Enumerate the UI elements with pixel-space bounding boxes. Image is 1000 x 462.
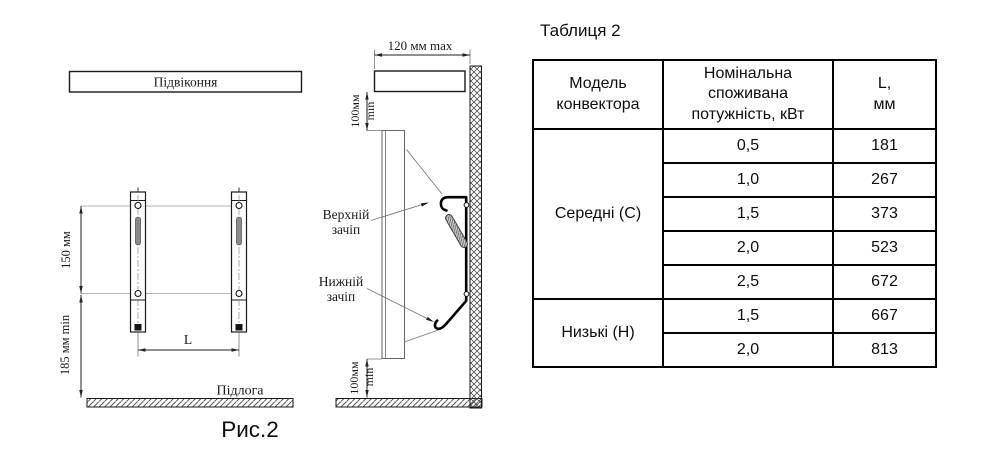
bracket-hole-top xyxy=(134,201,142,210)
upper-hook-label-line1: Верхній xyxy=(323,207,370,222)
table-header-row: Модель конвектора Номінальна споживана п… xyxy=(532,59,937,130)
length-cell: 813 xyxy=(832,332,937,368)
side-floor xyxy=(335,398,483,408)
bracket-foot xyxy=(235,324,243,331)
power-cell: 2,0 xyxy=(662,230,834,266)
convector-body xyxy=(381,130,405,359)
bracket-slot-side xyxy=(445,214,468,248)
front-bracket-right xyxy=(230,187,248,333)
bracket-hole-bottom xyxy=(134,289,142,298)
arrow-up-icon xyxy=(365,92,369,100)
installation-drawing: Підвіконня 150 мм xyxy=(58,38,483,442)
model-group-low: Низькі (Н) xyxy=(532,298,664,368)
arrow-down-icon xyxy=(79,390,83,398)
bracket-slot xyxy=(135,216,141,246)
length-cell: 267 xyxy=(832,162,937,198)
power-cell: 1,0 xyxy=(662,162,834,198)
length-cell: 181 xyxy=(832,128,937,164)
power-cell: 1,5 xyxy=(662,298,834,334)
dimension-185mm: 185 мм min xyxy=(58,295,83,398)
bracket-slot xyxy=(236,216,242,246)
dimension-label: 120 мм max xyxy=(388,38,453,53)
upper-hook-callout: Верхній зачіп xyxy=(323,202,429,237)
dimension-L: L xyxy=(137,332,240,357)
leader-line xyxy=(366,288,433,322)
col-header-model: Модель конвектора xyxy=(532,59,664,130)
col-header-length-line2: мм xyxy=(873,95,896,113)
table-row: 1,0 267 xyxy=(533,162,937,198)
length-cell: 373 xyxy=(832,196,937,232)
dimension-label: L xyxy=(184,332,192,347)
dimension-label-min: min xyxy=(363,102,377,121)
arrow-up-icon xyxy=(365,359,369,367)
lower-hook-callout: Нижній зачіп xyxy=(319,274,434,322)
model-group-medium: Середні (С) xyxy=(532,128,664,300)
arrow-right-icon xyxy=(231,348,239,352)
length-cell: 523 xyxy=(832,230,937,266)
lower-hook-label-line1: Нижній xyxy=(319,274,364,289)
power-cell: 1,5 xyxy=(662,196,834,232)
screw-hole-bottom xyxy=(463,291,470,297)
bracket-profile xyxy=(433,195,468,331)
dimension-150mm: 150 мм xyxy=(59,206,83,294)
front-bracket-left xyxy=(129,187,147,333)
front-floor xyxy=(86,398,294,408)
table-row: Низькі (Н) 1,5 667 xyxy=(532,298,937,368)
dimension-label: 150 мм xyxy=(59,231,73,269)
leader-arrow-icon xyxy=(420,202,429,207)
upper-hook-label-line2: зачіп xyxy=(332,222,361,237)
wall xyxy=(469,65,482,409)
length-cell: 672 xyxy=(832,264,937,300)
power-cell: 2,0 xyxy=(662,332,834,368)
table-row: 2,5 672 xyxy=(533,264,937,300)
bracket-plate-edges xyxy=(404,149,443,343)
arrow-down-icon xyxy=(79,286,83,294)
dimension-label: 185 мм min xyxy=(58,314,72,375)
screw-hole-top xyxy=(463,202,470,208)
table-row: Середні (С) 0,5 181 xyxy=(532,128,937,300)
arrow-down-icon xyxy=(365,123,369,131)
dimension-label: 100мм xyxy=(348,94,362,128)
side-windowsill xyxy=(373,70,466,93)
arrow-up-icon xyxy=(79,295,83,303)
figure-caption: Рис.2 xyxy=(221,417,279,442)
table-row: 2,0 523 xyxy=(533,230,937,266)
col-header-length-line1: L, xyxy=(877,75,892,93)
power-cell: 0,5 xyxy=(662,128,834,164)
bracket-hole-top xyxy=(235,201,243,210)
dimension-120mm: 120 мм max xyxy=(374,38,471,69)
front-windowsill xyxy=(68,70,303,93)
lower-hook-label-line2: зачіп xyxy=(327,289,356,304)
floor-label: Підлога xyxy=(216,384,264,399)
bracket-foot xyxy=(134,324,142,331)
arrow-up-icon xyxy=(79,206,83,214)
arrow-down-icon xyxy=(365,390,369,398)
table-title: Таблиця 2 xyxy=(540,21,621,40)
arrow-left-icon xyxy=(138,348,146,352)
dimension-100mm-top: 100мм min xyxy=(348,92,382,131)
length-cell: 667 xyxy=(832,298,937,334)
arrow-right-icon xyxy=(462,53,470,57)
leader-arrow-icon xyxy=(426,316,434,322)
windowsill-label: Підвіконня xyxy=(154,75,218,90)
leader-line xyxy=(370,202,428,221)
extension-lines xyxy=(374,49,471,69)
bracket-hole-bottom xyxy=(235,289,243,298)
arrow-left-icon xyxy=(374,53,382,57)
col-header-length: L, мм xyxy=(832,59,937,130)
dimension-100mm-bottom: 100мм min xyxy=(347,358,382,398)
convector-table: Модель конвектора Номінальна споживана п… xyxy=(532,59,937,368)
table-row: 1,5 373 xyxy=(533,196,937,232)
col-header-power: Номінальна споживана потужність, кВт xyxy=(662,59,834,130)
table-row: 2,0 813 xyxy=(533,332,937,368)
power-cell: 2,5 xyxy=(662,264,834,300)
extension-lines xyxy=(137,333,240,357)
dimension-label-min: min xyxy=(362,368,376,387)
hole-reference-lines xyxy=(81,205,247,294)
dimension-label: 100мм xyxy=(347,361,361,395)
